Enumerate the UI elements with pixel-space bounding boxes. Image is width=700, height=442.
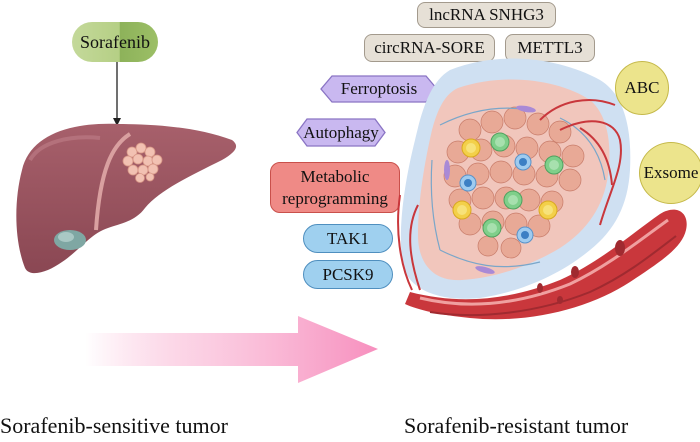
autophagy-label: Autophagy bbox=[296, 118, 386, 147]
sorafenib-label: Sorafenib bbox=[80, 31, 150, 52]
abc-text: ABC bbox=[624, 78, 660, 97]
exosome-label: Exsome bbox=[639, 142, 700, 204]
mettl3-text: METTL3 bbox=[517, 38, 583, 57]
resistant-tumor-caption: Sorafenib-resistant tumor bbox=[404, 413, 629, 438]
exsome-text: Exsome bbox=[643, 163, 699, 182]
ferroptosis-text: Ferroptosis bbox=[340, 79, 418, 98]
circrna-sore-label: circRNA-SORE bbox=[364, 34, 495, 62]
sorafenib-drug-pill: Sorafenib bbox=[72, 22, 158, 62]
ferroptosis-label: Ferroptosis bbox=[320, 75, 438, 103]
tak1-text: TAK1 bbox=[326, 228, 370, 248]
sensitive-tumor-caption: Sorafenib-sensitive tumor bbox=[0, 413, 228, 438]
circrna-sore-text: circRNA-SORE bbox=[374, 38, 485, 57]
abc-transporter-label: ABC bbox=[615, 61, 669, 115]
metabolic-text-line2: reprogramming bbox=[282, 188, 388, 208]
pcsk9-text: PCSK9 bbox=[322, 264, 374, 284]
pcsk9-label: PCSK9 bbox=[303, 260, 393, 289]
autophagy-text: Autophagy bbox=[303, 122, 379, 142]
metabolic-reprogramming-label: Metabolic reprogramming bbox=[270, 162, 400, 213]
tak1-label: TAK1 bbox=[303, 224, 393, 253]
lncrna-snhg3-text: lncRNA SNHG3 bbox=[429, 5, 544, 24]
metabolic-text-line1: Metabolic bbox=[300, 166, 370, 186]
lncrna-snhg3-label: lncRNA SNHG3 bbox=[417, 2, 556, 28]
mettl3-label: METTL3 bbox=[505, 34, 595, 62]
